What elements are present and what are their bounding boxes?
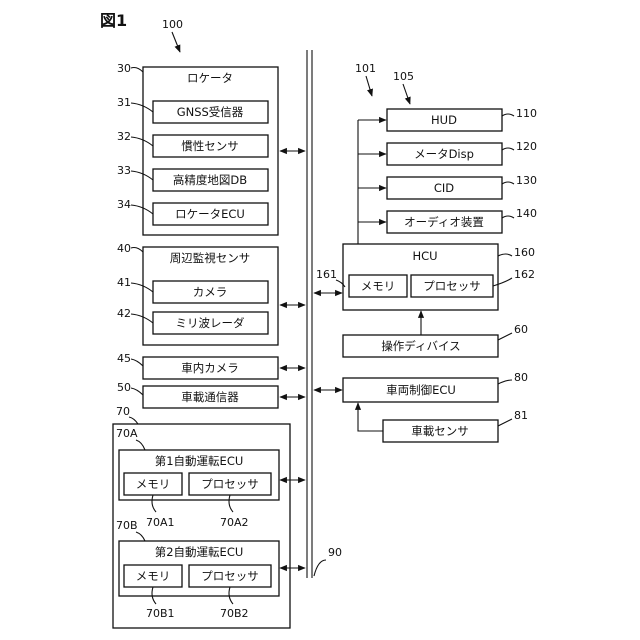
leader-140: [502, 216, 514, 218]
ref-70a2: 70A2: [220, 516, 249, 529]
ref-80: 80: [514, 371, 528, 384]
camera-label: カメラ: [193, 285, 228, 299]
ref-70: 70: [116, 405, 130, 418]
ref-90: 90: [328, 546, 342, 559]
ref-70a: 70A: [116, 427, 138, 440]
leader-45: [131, 359, 143, 366]
ref-140: 140: [516, 207, 537, 220]
ecu-b-processor-label: プロセッサ: [201, 569, 259, 583]
ref-42: 42: [117, 307, 131, 320]
leader-101: [366, 76, 372, 96]
leader-81: [498, 419, 512, 426]
leader-30: [131, 68, 143, 73]
radar-label: ミリ波レーダ: [176, 316, 245, 330]
ref-100: 100: [162, 18, 183, 31]
perimeter-title: 周辺監視センサ: [170, 251, 251, 265]
leader-90: [314, 560, 326, 576]
ref-70b1: 70B1: [146, 607, 175, 620]
ref-120: 120: [516, 140, 537, 153]
ref-101: 101: [355, 62, 376, 75]
leader-110: [502, 114, 514, 116]
leader-120: [502, 148, 514, 150]
operation-device-label: 操作ディバイス: [381, 339, 460, 353]
ref-60: 60: [514, 323, 528, 336]
hcu-memory-label: メモリ: [361, 279, 396, 293]
ref-161: 161: [316, 268, 337, 281]
ref-33: 33: [117, 164, 131, 177]
leader-105: [403, 84, 410, 104]
ref-110: 110: [516, 107, 537, 120]
ref-70b: 70B: [116, 519, 138, 532]
ecu-a-memory-label: メモリ: [136, 477, 171, 491]
locator-ecu-label: ロケータECU: [175, 207, 245, 221]
meter-label: メータDisp: [414, 147, 474, 161]
leader-160: [498, 254, 512, 256]
ref-30: 30: [117, 62, 131, 75]
ref-130: 130: [516, 174, 537, 187]
cid-label: CID: [434, 181, 454, 195]
vehicle-ecu-label: 車両制御ECU: [386, 383, 456, 397]
leader-100: [172, 32, 180, 52]
hdmap-label: 高精度地図DB: [173, 173, 247, 187]
ecu-a-title: 第1自動運転ECU: [155, 454, 244, 468]
ref-160: 160: [514, 246, 535, 259]
vehicle-sensor-label: 車載センサ: [411, 424, 469, 438]
ref-45: 45: [117, 352, 131, 365]
ref-70a1: 70A1: [146, 516, 175, 529]
ref-81: 81: [514, 409, 528, 422]
ref-31: 31: [117, 96, 131, 109]
ecu-a-processor-label: プロセッサ: [201, 477, 259, 491]
sensor-to-ecu-link: [358, 403, 383, 431]
ref-32: 32: [117, 130, 131, 143]
locator-title: ロケータ: [187, 71, 233, 85]
hcu-processor-label: プロセッサ: [423, 279, 481, 293]
ecu-b-memory-label: メモリ: [136, 569, 171, 583]
leader-130: [502, 182, 514, 184]
ref-41: 41: [117, 276, 131, 289]
ref-50: 50: [117, 381, 131, 394]
gnss-label: GNSS受信器: [177, 105, 244, 119]
leader-40: [131, 248, 143, 253]
leader-60: [498, 333, 512, 340]
ref-34: 34: [117, 198, 131, 211]
ref-162: 162: [514, 268, 535, 281]
figure-title: 図1: [100, 11, 127, 30]
ecu-b-title: 第2自動運転ECU: [155, 545, 244, 559]
audio-label: オーディオ装置: [404, 215, 484, 229]
inertial-label: 慣性センサ: [181, 139, 239, 153]
comm-device-label: 車載通信器: [181, 390, 239, 404]
in-cabin-camera-label: 車内カメラ: [181, 361, 239, 375]
ref-70b2: 70B2: [220, 607, 249, 620]
leader-50: [131, 388, 143, 395]
hcu-title: HCU: [412, 249, 437, 263]
leader-70: [129, 417, 138, 424]
ref-105: 105: [393, 70, 414, 83]
ref-40: 40: [117, 242, 131, 255]
leader-80: [498, 380, 512, 384]
hud-label: HUD: [431, 113, 457, 127]
